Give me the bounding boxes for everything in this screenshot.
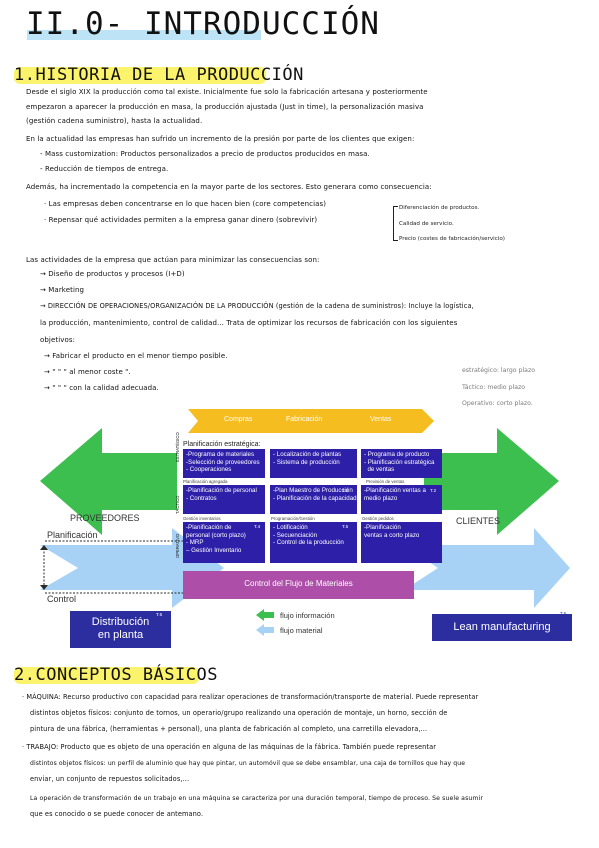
brace-item-1: Diferenciación de productos. <box>399 205 480 211</box>
legend-green-arrow <box>256 609 274 621</box>
tag-t4: T.4 <box>254 524 261 529</box>
planificacion-label: Planificación <box>47 530 98 540</box>
operative-box-1: -Planificación de personal (corto plazo)… <box>183 522 265 563</box>
legend-info: flujo información <box>280 611 335 620</box>
distribucion-badge-text: Distribución en planta <box>91 616 150 641</box>
operative-box-2: - Lotificación - Secuenciación - Control… <box>270 522 357 563</box>
history-line-14: la producción, mantenimiento, control de… <box>40 319 458 327</box>
tag-t5: T.5 <box>342 524 349 529</box>
strategic-box-2: - Localización de plantas - Sistema de p… <box>270 449 357 478</box>
concept-line-1: · MÁQUINA: Recurso productivo con capaci… <box>22 693 479 701</box>
tactical-box-2: -Plan Maestro de Producción - Planificac… <box>270 485 357 514</box>
lean-badge-text: Lean manufacturing <box>453 621 551 633</box>
tag-t3: T.3 <box>342 488 349 493</box>
history-line-16: → Fabricar el producto en el menor tiemp… <box>44 352 228 360</box>
svg-text:ESTRATÉGICO: ESTRATÉGICO <box>175 432 180 462</box>
lean-tag: T.6 <box>560 611 567 616</box>
tactical-box-3: -Planificación ventas a medio plazo <box>361 485 442 514</box>
operative-box-3: -Planificación ventas a corto plazo <box>361 522 442 563</box>
chevron-label-compras: Compras <box>224 416 253 423</box>
history-line-6: - Reducción de tiempos de entrega. <box>40 165 169 173</box>
concept-line-2: distintos objetos físicos: conjunto de t… <box>30 709 448 717</box>
page-title: II.0- INTRODUCCIÓN <box>26 6 380 42</box>
operative-col3-title: Gestión pedidos <box>362 516 394 521</box>
brace <box>393 206 398 241</box>
history-line-18: → " " " con la calidad adecuada. <box>44 384 159 392</box>
history-line-7: Además, ha incrementado la competencia e… <box>26 183 432 191</box>
blue-arrow-right <box>404 528 570 608</box>
concept-line-4: · TRABAJO: Producto que es objeto de una… <box>22 743 437 751</box>
level-tactical: Táctico: medio plazo <box>462 384 526 391</box>
concept-line-5: distintos objetos físicos: un perfil de … <box>30 760 466 767</box>
title-highlight <box>27 30 261 40</box>
history-line-9: · Repensar qué actividades permiten a la… <box>44 216 318 224</box>
brace-item-2: Calidad de servicio. <box>399 221 454 227</box>
control-flow-label: Control del Flujo de Materiales <box>244 579 353 588</box>
green-arrow-left <box>40 428 177 535</box>
concept-line-6: enviar, un conjunto de repuestos solicit… <box>30 775 190 783</box>
clientes-label: CLIENTES <box>456 516 501 526</box>
legend-blue-arrow <box>256 624 274 636</box>
history-line-15: objetivos: <box>40 336 76 344</box>
level-strategic: estratégico: largo plazo <box>462 367 536 374</box>
distribucion-tag: T.6 <box>156 612 163 617</box>
arrow-down-icon <box>40 585 48 590</box>
chevron-label-ventas: Ventas <box>370 416 392 423</box>
operative-title: Gestión inventarios <box>183 516 221 521</box>
history-line-10: Las actividades de la empresa que actúan… <box>26 256 320 264</box>
section1-heading: 1.HISTORIA DE LA PRODUCCIÓN <box>14 65 304 85</box>
chevron-compras <box>188 409 280 433</box>
history-line-17: → " " " al menor coste ". <box>44 368 131 376</box>
svg-text:TÁCTICO: TÁCTICO <box>175 495 180 514</box>
history-line-13: → DIRECCIÓN DE OPERACIONES/ORGANIZACIÓN … <box>40 302 474 310</box>
strategic-box-1: -Programa de materiales -Selección de pr… <box>183 449 265 478</box>
tactical-box-1: -Planificación de personal - Contratos <box>183 485 265 514</box>
concept-line-3: pintura de una fábrica, (herramientas + … <box>30 725 428 733</box>
history-line-3: (gestión cadena suministro), hasta la ac… <box>26 117 203 125</box>
chevron-fabricacion <box>262 409 354 433</box>
green-arrow-right <box>424 428 559 535</box>
history-line-2: empezaron a aparecer la producción en ma… <box>26 103 424 111</box>
arrow-up-icon <box>40 545 48 550</box>
history-line-5: - Mass customization: Productos personal… <box>40 150 370 158</box>
concept-line-7: La operación de transformación de un tra… <box>30 795 483 802</box>
distribucion-badge: Distribución en planta <box>70 611 171 648</box>
chevron-label-fabricacion: Fabricación <box>286 416 323 423</box>
control-label: Control <box>47 594 77 604</box>
section2-heading: 2.CONCEPTOS BÁSICOS <box>14 665 218 685</box>
legend-material: flujo material <box>280 626 323 635</box>
history-line-12: → Marketing <box>40 286 85 294</box>
tactical-col3-title: Previsión de ventas <box>366 479 405 484</box>
blue-arrow-left <box>40 528 224 608</box>
history-line-11: → Diseño de productos y procesos (I+D) <box>40 270 185 278</box>
history-line-8: · Las empresas deben concentrarse en lo … <box>44 200 327 208</box>
level-operative: Operativo: corto plazo. <box>462 400 533 407</box>
svg-text:OPERATIVO: OPERATIVO <box>175 533 180 558</box>
brace-item-3: Precio (costes de fabricación/servicio) <box>399 236 505 242</box>
section1-heading-highlight <box>14 67 266 84</box>
history-line-4: En la actualidad las empresas han sufrid… <box>26 135 415 143</box>
strategic-title: Planificación estratégica: <box>183 441 261 448</box>
control-flow-bar <box>183 571 414 599</box>
concept-line-8: que es conocido o se puede conocer de an… <box>30 810 204 818</box>
proveedores-label: PROVEEDORES <box>70 513 140 523</box>
operative-col2-title: Programación/Gestión <box>271 516 315 521</box>
history-line-1: Desde el siglo XIX la producción como ta… <box>26 88 428 96</box>
lean-badge: Lean manufacturing <box>432 614 572 641</box>
strategic-box-3: - Programa de producto - Planificación e… <box>361 449 442 478</box>
tag-t2: T.2 <box>430 488 437 493</box>
tactical-title: Planificación agregada <box>183 479 228 484</box>
section2-heading-highlight <box>14 667 199 684</box>
chevron-ventas <box>338 409 434 433</box>
